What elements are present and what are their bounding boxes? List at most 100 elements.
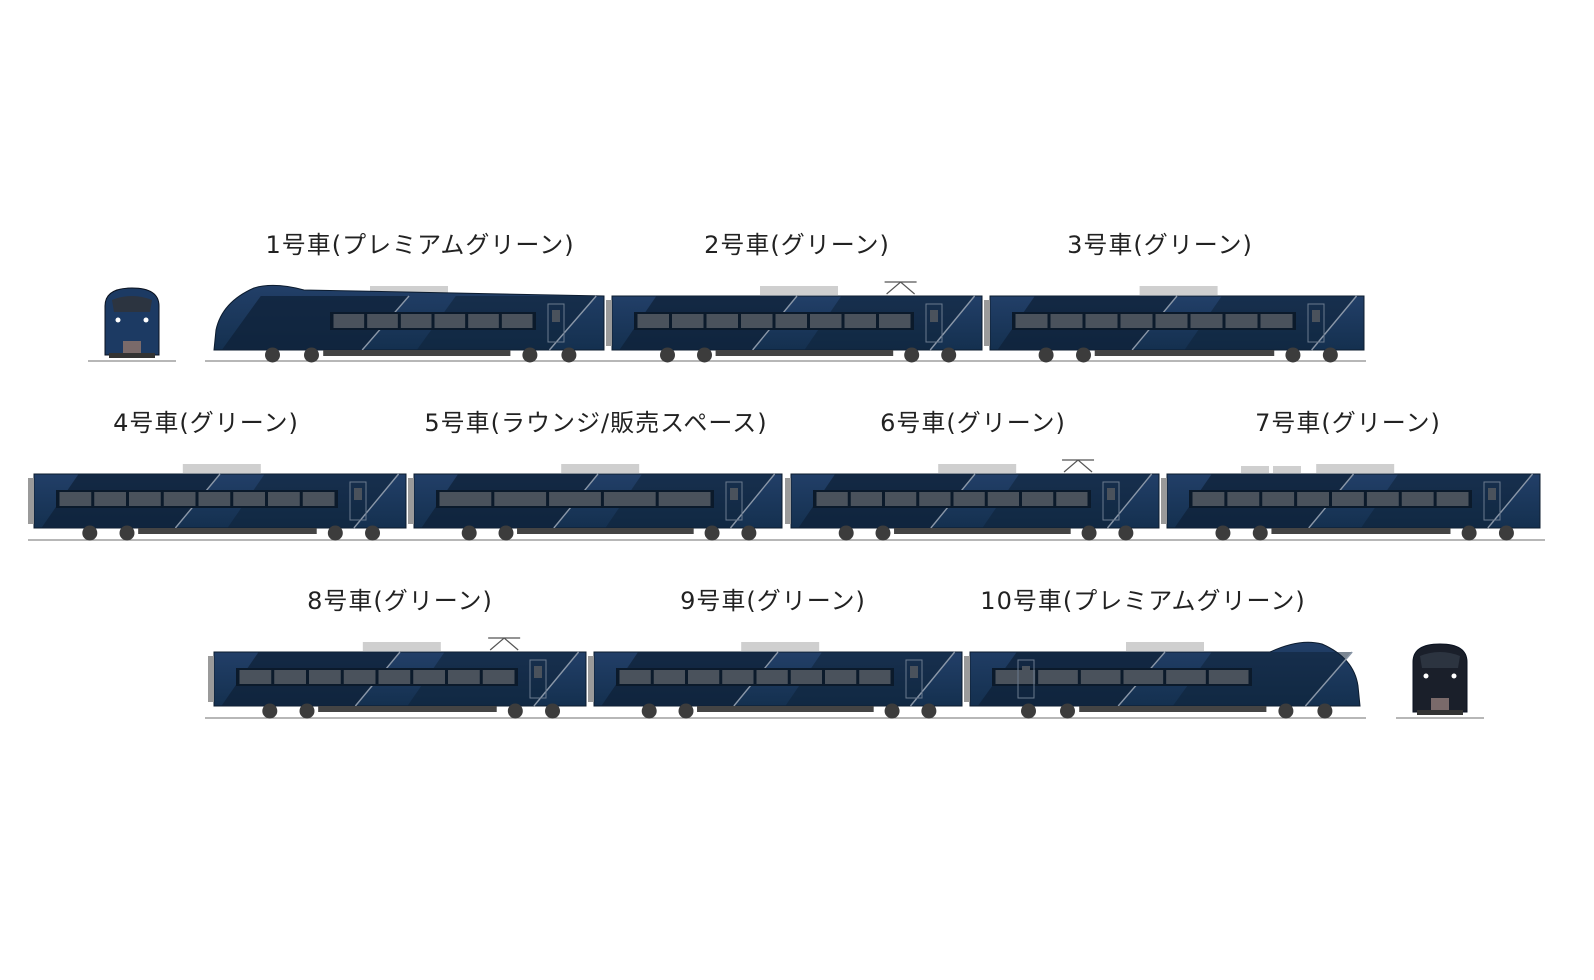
roof-unit: [362, 642, 441, 651]
window-band: [634, 312, 914, 330]
wheel: [1252, 525, 1268, 541]
car-door: [1307, 303, 1325, 343]
gangway: [208, 656, 214, 702]
wheel: [119, 525, 135, 541]
rail-lines: [28, 360, 1545, 719]
wheel: [265, 347, 280, 363]
car-window: [987, 492, 1019, 506]
car-window: [1120, 314, 1153, 328]
car-1: [213, 284, 605, 363]
car-label: 5号車(ラウンジ/販売スペース): [424, 409, 767, 437]
door-window: [910, 666, 918, 678]
car-window: [239, 670, 272, 684]
livery-stripe: [1487, 473, 1534, 529]
wheel: [1461, 525, 1477, 541]
car-window: [367, 314, 398, 328]
door-window: [552, 310, 560, 322]
car-window: [619, 670, 651, 684]
livery-panel: [1172, 652, 1353, 706]
roof-unit: [760, 286, 838, 295]
car-window: [448, 670, 480, 684]
wheel: [1021, 703, 1036, 719]
car-window: [1192, 492, 1225, 506]
gangway: [606, 300, 612, 346]
window-band: [1012, 312, 1296, 330]
car-door: [925, 303, 943, 343]
headlight: [115, 317, 121, 323]
wheel: [697, 347, 712, 363]
car-label: 4号車(グリーン): [113, 409, 299, 437]
wheel: [1038, 347, 1054, 363]
gangway: [964, 656, 970, 702]
underfloor-equipment: [517, 528, 694, 534]
car-window: [482, 670, 515, 684]
car-9: [588, 642, 963, 719]
windshield: [112, 296, 152, 312]
roof-unit: [1139, 286, 1218, 295]
livery-stripe: [353, 473, 400, 529]
wheel: [838, 525, 854, 541]
wheel: [461, 525, 477, 541]
car-window: [549, 492, 601, 506]
car-window: [94, 492, 126, 506]
roof-unit: [1126, 642, 1204, 651]
car-window: [198, 492, 231, 506]
car-labels: 1号車(プレミアムグリーン)2号車(グリーン)3号車(グリーン)4号車(グリーン…: [113, 231, 1440, 615]
wheel: [1060, 703, 1075, 719]
car-window: [439, 492, 492, 506]
car-label: 2号車(グリーン): [704, 231, 890, 259]
car-window: [468, 314, 499, 328]
car-window: [309, 670, 341, 684]
car-set: [28, 281, 1541, 719]
livery-stripe: [909, 651, 956, 707]
wheel: [365, 525, 381, 541]
car-window: [1225, 314, 1258, 328]
car-window: [722, 670, 754, 684]
wheel: [884, 703, 900, 719]
wheel: [327, 525, 343, 541]
roof-unit: [561, 464, 640, 473]
car-window: [850, 492, 882, 506]
livery-stripe: [1304, 651, 1353, 707]
wheel: [1081, 525, 1097, 541]
wheel: [741, 525, 757, 541]
door-window: [730, 488, 738, 500]
car-window: [658, 492, 711, 506]
car-window: [1166, 670, 1206, 684]
underfloor-equipment: [697, 706, 874, 712]
wheel: [522, 347, 538, 363]
car-3: [984, 286, 1365, 363]
coupler: [123, 341, 141, 353]
windshield: [1420, 652, 1460, 668]
wheel: [921, 703, 937, 719]
car-window: [859, 670, 891, 684]
wheel: [1317, 703, 1333, 719]
car-window: [274, 670, 306, 684]
wheel: [904, 347, 920, 363]
wheel: [299, 703, 315, 719]
front-view-car-1: [104, 287, 160, 358]
car-window: [879, 314, 911, 328]
car-door: [349, 481, 367, 521]
window-band: [236, 668, 518, 686]
car-window: [1332, 492, 1364, 506]
wheel: [1215, 525, 1231, 541]
underfloor-equipment: [318, 706, 497, 712]
headlight: [1423, 673, 1429, 679]
car-window: [163, 492, 196, 506]
car-window: [1297, 492, 1329, 506]
livery-stripe: [1311, 295, 1358, 351]
car-window: [1022, 492, 1054, 506]
car-window: [688, 670, 720, 684]
livery-stripe: [729, 473, 776, 529]
car-window: [268, 492, 300, 506]
gangway: [1161, 478, 1167, 524]
wheel: [1322, 347, 1338, 363]
door-window: [534, 666, 542, 678]
car-window: [1262, 492, 1295, 506]
car-window: [790, 670, 822, 684]
car-window: [637, 314, 669, 328]
underfloor-equipment: [323, 350, 511, 356]
skirt: [109, 353, 155, 358]
pantograph: [1062, 459, 1095, 473]
